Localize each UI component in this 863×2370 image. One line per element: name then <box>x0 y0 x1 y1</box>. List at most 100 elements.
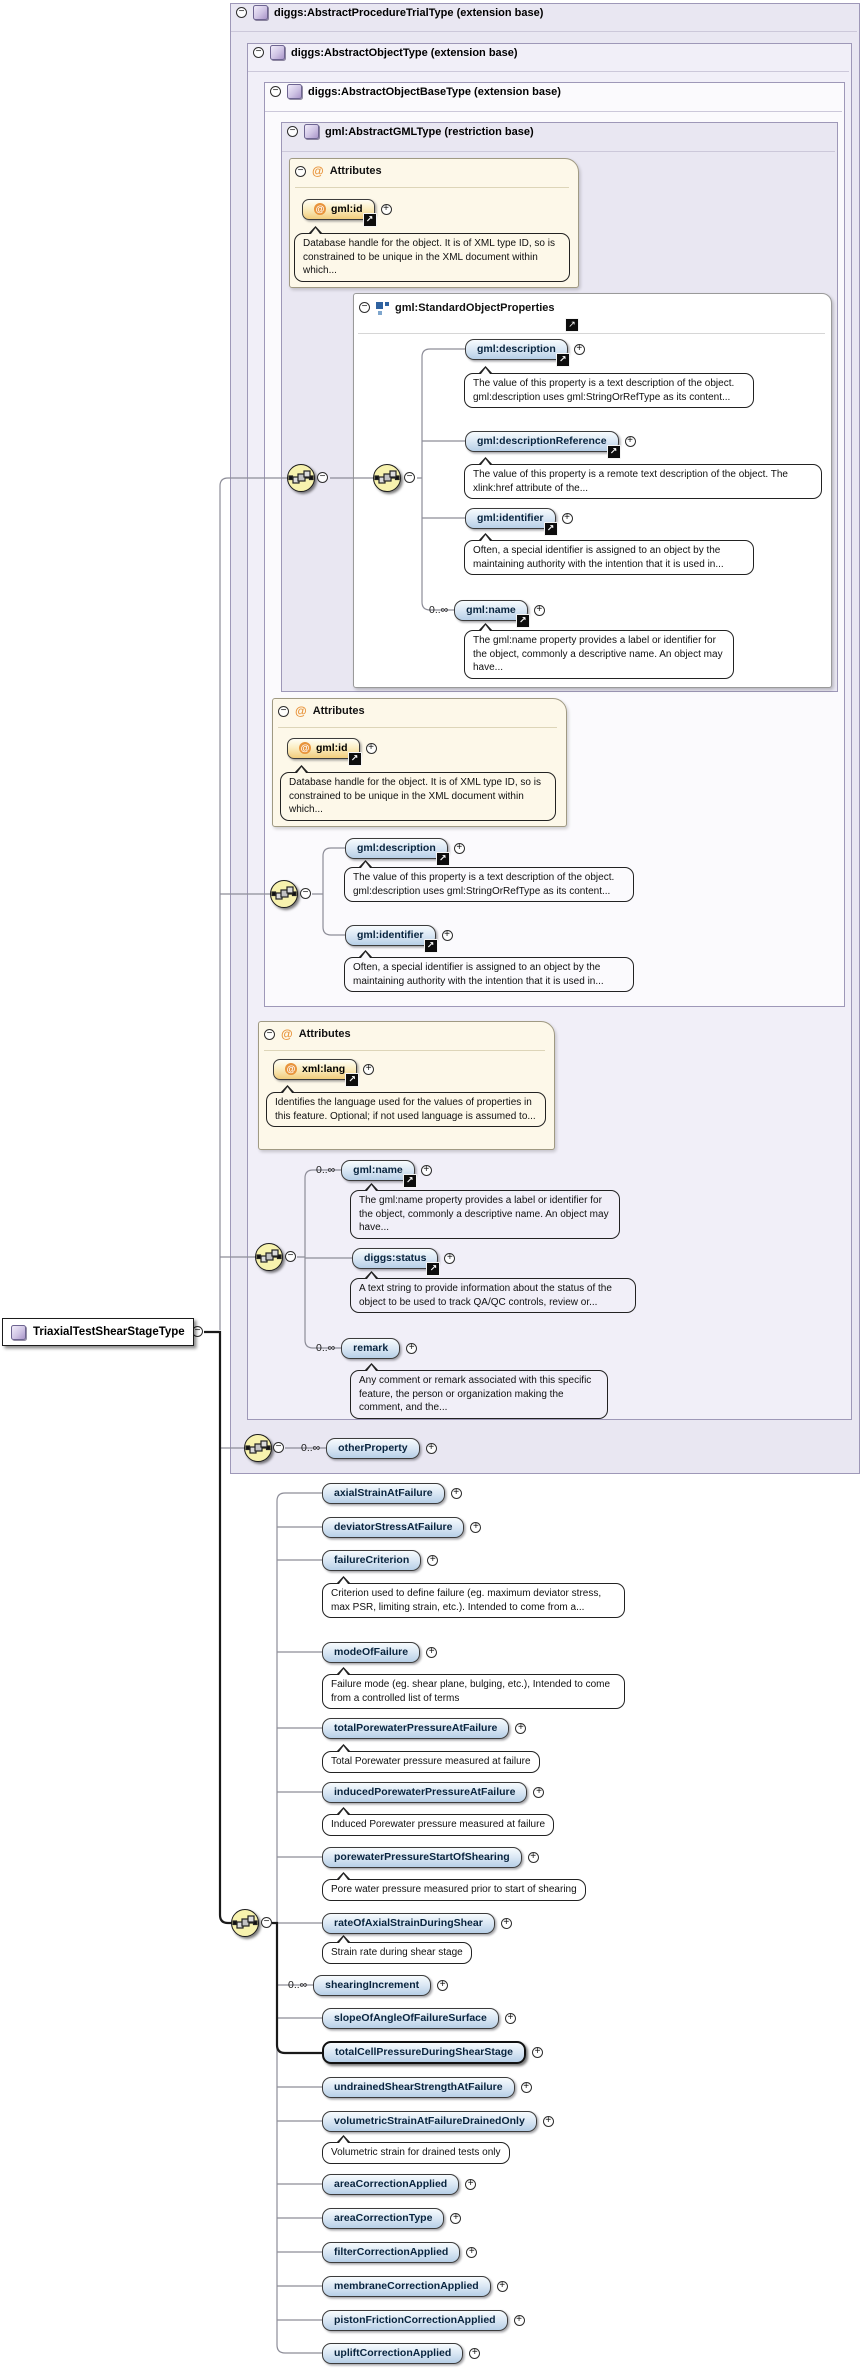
expand-icon[interactable] <box>465 2178 477 2190</box>
collapse-icon[interactable] <box>278 705 289 717</box>
expand-icon[interactable] <box>573 343 585 355</box>
expand-icon[interactable] <box>380 203 392 215</box>
collapse-icon[interactable] <box>236 7 247 18</box>
sequence-icon[interactable] <box>231 1909 259 1937</box>
expand-icon[interactable] <box>363 1063 375 1075</box>
element-shearing-increment[interactable]: shearingIncrement <box>313 1974 432 1996</box>
expand-icon[interactable] <box>561 512 573 524</box>
element-gml-name[interactable]: gml:name <box>454 599 530 628</box>
open-link-icon[interactable] <box>423 938 438 953</box>
collapse-icon[interactable] <box>253 47 264 58</box>
element-gml-identifier[interactable]: gml:identifier <box>465 507 558 536</box>
sequence-icon[interactable] <box>244 1434 272 1462</box>
open-link-icon[interactable] <box>543 521 558 536</box>
collapse-icon[interactable] <box>317 472 328 483</box>
sequence-icon[interactable] <box>287 464 315 492</box>
element-area-correction-applied[interactable]: areaCorrectionApplied <box>322 2173 460 2195</box>
open-link-icon[interactable] <box>435 851 450 866</box>
expand-icon[interactable] <box>420 1164 432 1176</box>
element-gml-description[interactable]: gml:description <box>465 338 570 367</box>
element-induced-porewater-pressure-at-failure[interactable]: inducedPorewaterPressureAtFailure <box>322 1781 528 1803</box>
collapse-icon[interactable] <box>300 888 311 899</box>
expand-icon[interactable] <box>520 2081 532 2093</box>
expand-icon[interactable] <box>425 1442 437 1454</box>
expand-icon[interactable] <box>527 1851 539 1863</box>
expand-icon[interactable] <box>426 1646 438 1658</box>
expand-icon[interactable] <box>441 929 453 941</box>
element-gml-identifier[interactable]: gml:identifier <box>345 924 438 953</box>
element-axial-strain-at-failure[interactable]: axialStrainAtFailure <box>322 1482 445 1504</box>
open-link-icon[interactable] <box>515 613 530 628</box>
collapse-icon[interactable] <box>404 472 415 483</box>
collapse-icon[interactable] <box>270 86 281 97</box>
attribute-gml-id[interactable]: gml:id <box>287 737 362 766</box>
element-total-porewater-pressure-at-failure[interactable]: totalPorewaterPressureAtFailure <box>322 1717 510 1739</box>
open-link-icon[interactable] <box>402 1173 417 1188</box>
expand-icon[interactable] <box>504 2012 516 2024</box>
collapse-icon[interactable] <box>285 1251 296 1262</box>
root-element-triaxial-test-shear-stage-type[interactable]: TriaxialTestShearStageType <box>2 1318 194 1346</box>
collapse-icon[interactable] <box>264 1028 275 1040</box>
element-diggs-status[interactable]: diggs:status <box>352 1247 441 1276</box>
expand-icon[interactable] <box>469 2347 481 2359</box>
sequence-icon[interactable] <box>270 880 298 908</box>
collapse-icon[interactable] <box>295 165 306 177</box>
element-uplift-correction-applied[interactable]: upliftCorrectionApplied <box>322 2342 464 2364</box>
element-mode-of-failure[interactable]: modeOfFailure <box>322 1641 421 1663</box>
expand-icon[interactable] <box>365 742 377 754</box>
element-remark[interactable]: remark <box>341 1337 401 1359</box>
expand-icon[interactable] <box>513 2314 525 2326</box>
element-volumetric-strain-at-failure-drained-only[interactable]: volumetricStrainAtFailureDrainedOnly <box>322 2110 537 2132</box>
element-slope-of-angle-of-failure-surface[interactable]: slopeOfAngleOfFailureSurface <box>322 2007 499 2029</box>
open-link-icon[interactable] <box>555 352 570 367</box>
expand-icon[interactable] <box>515 1722 527 1734</box>
element-rate-of-axial-strain-during-shear[interactable]: rateOfAxialStrainDuringShear <box>322 1912 495 1934</box>
element-area-correction-type[interactable]: areaCorrectionType <box>322 2207 445 2229</box>
element-porewater-pressure-start-of-shearing[interactable]: porewaterPressureStartOfShearing <box>322 1846 522 1868</box>
sequence-icon[interactable] <box>255 1243 283 1271</box>
element-failure-criterion[interactable]: failureCriterion <box>322 1549 422 1571</box>
expand-icon[interactable] <box>450 2212 462 2224</box>
expand-icon[interactable] <box>533 604 545 616</box>
element-filter-correction-applied[interactable]: filterCorrectionApplied <box>322 2241 461 2263</box>
expand-icon[interactable] <box>453 842 465 854</box>
collapse-icon[interactable] <box>287 126 298 137</box>
open-link-icon[interactable] <box>345 1072 360 1087</box>
collapse-icon[interactable] <box>359 302 370 313</box>
open-link-icon[interactable] <box>565 318 579 332</box>
type-title: diggs:AbstractProcedureTrialType (extens… <box>274 6 544 19</box>
expand-icon[interactable] <box>500 1917 512 1929</box>
element-gml-name[interactable]: gml:name <box>341 1159 417 1188</box>
element-total-cell-pressure-during-shear-stage[interactable]: totalCellPressureDuringShearStage <box>322 2040 526 2064</box>
element-undrained-shear-strength-at-failure[interactable]: undrainedShearStrengthAtFailure <box>322 2076 515 2098</box>
expand-icon[interactable] <box>542 2115 554 2127</box>
element-gml-description-reference[interactable]: gml:descriptionReference <box>465 430 621 459</box>
collapse-icon[interactable] <box>273 1442 284 1453</box>
expand-icon[interactable] <box>496 2280 508 2292</box>
expand-icon[interactable] <box>450 1487 462 1499</box>
element-deviator-stress-at-failure[interactable]: deviatorStressAtFailure <box>322 1516 465 1538</box>
occurrence-label: 0..∞ <box>316 1164 336 1176</box>
open-link-icon[interactable] <box>347 751 362 766</box>
element-membrane-correction-applied[interactable]: membraneCorrectionApplied <box>322 2275 491 2297</box>
element-other-property[interactable]: otherProperty <box>326 1437 420 1459</box>
collapse-icon[interactable] <box>261 1917 272 1928</box>
complex-type-icon <box>11 1324 26 1340</box>
expand-icon[interactable] <box>406 1342 418 1354</box>
expand-icon[interactable] <box>533 1786 545 1798</box>
element-gml-description[interactable]: gml:description <box>345 837 450 866</box>
expand-icon[interactable] <box>437 1979 449 1991</box>
element-piston-friction-correction-applied[interactable]: pistonFrictionCorrectionApplied <box>322 2309 508 2331</box>
expand-icon[interactable] <box>466 2246 478 2258</box>
expand-icon[interactable] <box>427 1554 439 1566</box>
expand-icon[interactable] <box>624 435 636 447</box>
open-link-icon[interactable] <box>362 212 377 227</box>
expand-icon[interactable] <box>444 1252 456 1264</box>
open-link-icon[interactable] <box>426 1261 441 1276</box>
attribute-xml-lang[interactable]: xml:lang <box>273 1058 360 1087</box>
open-link-icon[interactable] <box>606 444 621 459</box>
sequence-icon[interactable] <box>373 464 401 492</box>
expand-icon[interactable] <box>531 2046 543 2058</box>
attribute-gml-id[interactable]: gml:id <box>302 198 377 227</box>
expand-icon[interactable] <box>470 1521 482 1533</box>
